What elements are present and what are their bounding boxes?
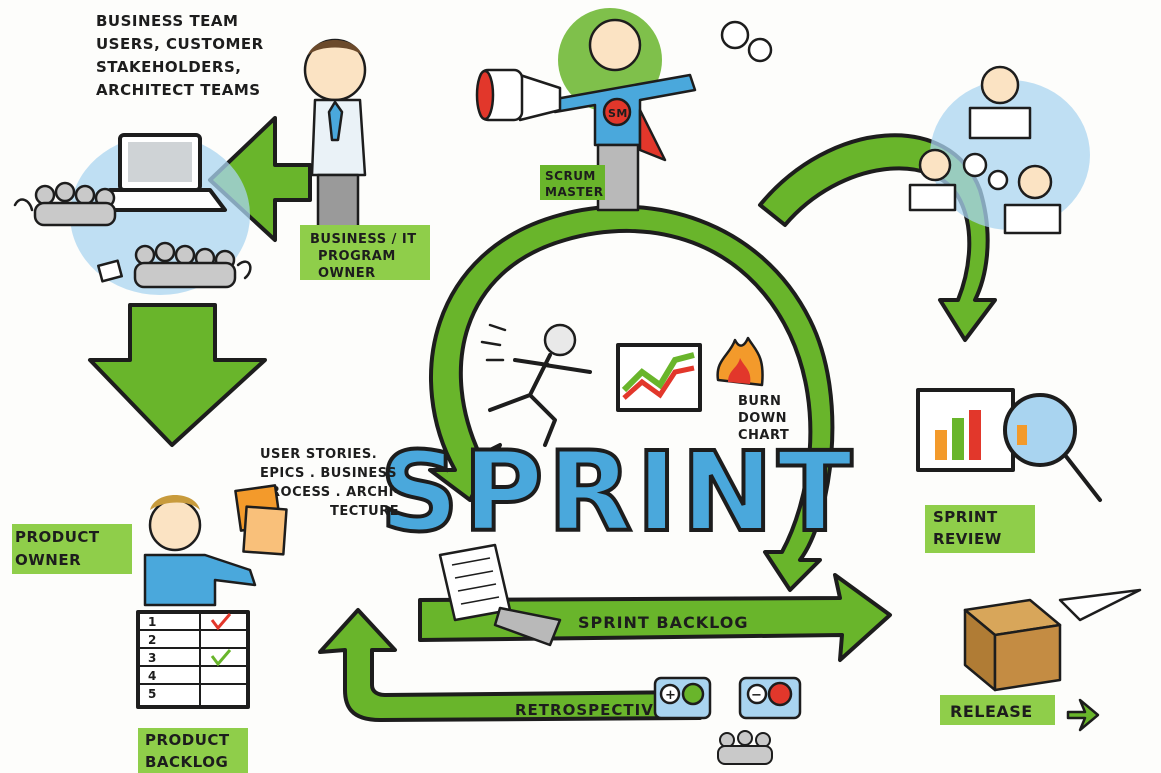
sprint-backlog-arrow: SPRINT BACKLOG <box>418 573 892 662</box>
release-arrow-icon <box>1066 698 1100 732</box>
stakeholders-text: BUSINESS TEAM USERS, CUSTOMER STAKEHOLDE… <box>96 12 269 99</box>
check-icon <box>210 613 232 631</box>
user-stories-note: USER STORIES. EPICS . BUSINESS PROCESS .… <box>234 447 405 556</box>
burn-down-text: BURN DOWN CHART <box>738 394 792 443</box>
developer-icon-3 <box>1017 164 1053 200</box>
head-icon <box>588 18 642 72</box>
people-group-icon-2 <box>133 241 237 289</box>
plus-text: + <box>665 688 676 703</box>
user-stories-text: USER STORIES. EPICS . BUSINESS PROCESS .… <box>260 447 405 519</box>
minus-text: − <box>751 688 762 703</box>
paper-plane-icon <box>1058 588 1142 622</box>
burn-down-chart-icon: BURN DOWN CHART <box>616 336 792 443</box>
sad-face-icon <box>767 681 793 707</box>
head-icon <box>148 498 202 552</box>
developer-icon-2 <box>918 148 952 182</box>
release-text: RELEASE <box>950 702 1033 721</box>
sprint-backlog-label: SPRINT BACKLOG <box>578 613 748 632</box>
sprint-cycle-arrow <box>428 133 997 592</box>
product-owner-figure: PRODUCT OWNER <box>12 495 257 607</box>
happy-face-icon <box>681 682 705 706</box>
product-backlog-list: 1 2 3 4 5 PRODUCT BACKLOG <box>136 610 250 773</box>
sm-badge-text: SM <box>608 107 628 120</box>
gear-icon-4 <box>987 169 1009 191</box>
gear-icon-3 <box>962 152 988 178</box>
product-owner-text: PRODUCT OWNER <box>15 528 105 569</box>
stakeholders-group: BUSINESS TEAM USERS, CUSTOMER STAKEHOLDE… <box>13 12 269 295</box>
sprint-review-text: SPRINT REVIEW <box>933 508 1003 548</box>
pencil-icon <box>493 606 562 647</box>
runner-head-icon <box>543 323 577 357</box>
program-owner-figure: BUSINESS / IT PROGRAM OWNER <box>300 38 430 281</box>
scrum-master-figure: SM SCRUM MASTER <box>475 8 773 212</box>
sprint-review-group: SPRINT REVIEW <box>916 388 1102 553</box>
developer-icon <box>980 65 1020 105</box>
dev-team-group <box>908 65 1090 235</box>
laptop-icon-2 <box>968 106 1032 140</box>
team-icon <box>717 730 773 765</box>
svg-text:1 2 3 4: 1 2 3 4 5 <box>148 615 162 701</box>
product-backlog-text: PRODUCT BACKLOG <box>145 731 235 771</box>
retrospective-label: RETROSPECTIVE <box>515 701 665 719</box>
retrospective-feedback: + − <box>653 676 802 765</box>
scrum-master-text: SCRUM MASTER <box>545 169 604 199</box>
people-group-icon <box>33 181 117 227</box>
backlog-document-icon <box>438 543 562 647</box>
down-arrow <box>88 303 267 447</box>
check-icon-2 <box>210 649 232 667</box>
runner-figure <box>480 323 592 447</box>
report-chart-icon <box>916 388 1015 472</box>
tie-icon <box>327 100 344 142</box>
release-group: RELEASE <box>940 588 1142 732</box>
gear-icon-2 <box>747 37 773 63</box>
megaphone-icon <box>518 73 562 122</box>
program-owner-text: BUSINESS / IT PROGRAM OWNER <box>310 232 422 281</box>
magnifier-icon <box>1003 393 1077 467</box>
gear-icon <box>720 20 750 50</box>
sprint-title: SPRINT <box>380 428 857 556</box>
sm-badge-icon <box>602 97 632 127</box>
